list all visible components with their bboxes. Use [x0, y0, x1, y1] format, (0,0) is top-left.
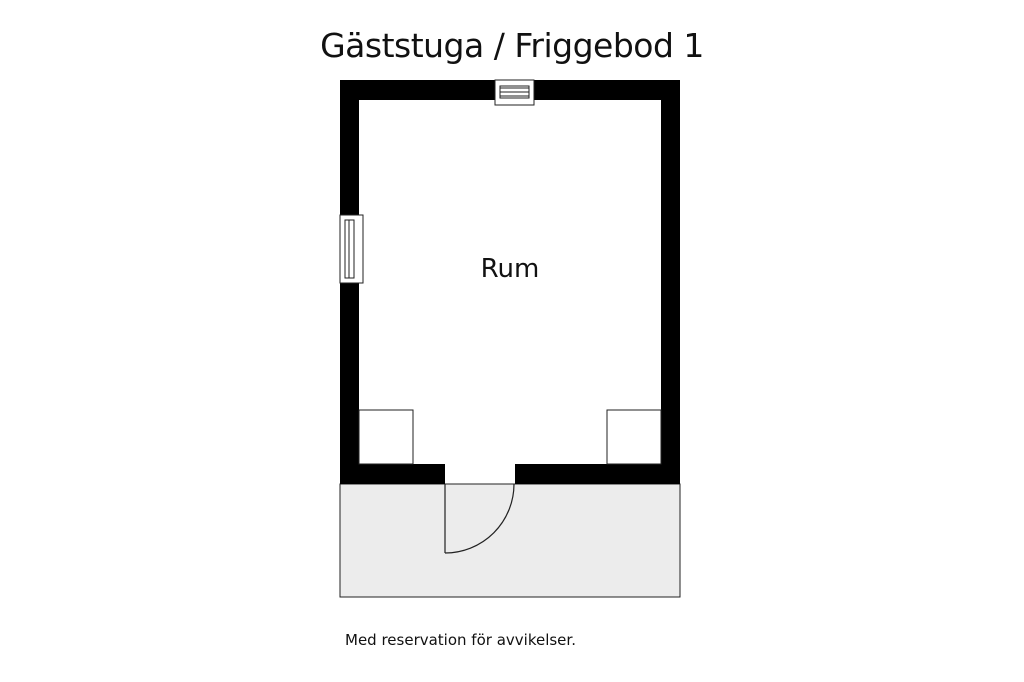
- door-swing: [444, 483, 515, 554]
- deck-area: [339, 483, 681, 598]
- room-floor: [359, 100, 661, 464]
- wall-right: [661, 80, 680, 484]
- wall-bottom-right: [515, 464, 680, 484]
- room-label-rum: Rum: [480, 254, 540, 284]
- furniture-left: [358, 409, 414, 465]
- window-left: [339, 214, 364, 284]
- floor-plan-title: Gäststuga / Friggebod 1: [320, 26, 704, 65]
- window-top: [494, 79, 535, 106]
- wall-bottom-left: [340, 464, 445, 484]
- disclaimer-text: Med reservation för avvikelser.: [345, 631, 576, 649]
- furniture-right: [606, 409, 662, 465]
